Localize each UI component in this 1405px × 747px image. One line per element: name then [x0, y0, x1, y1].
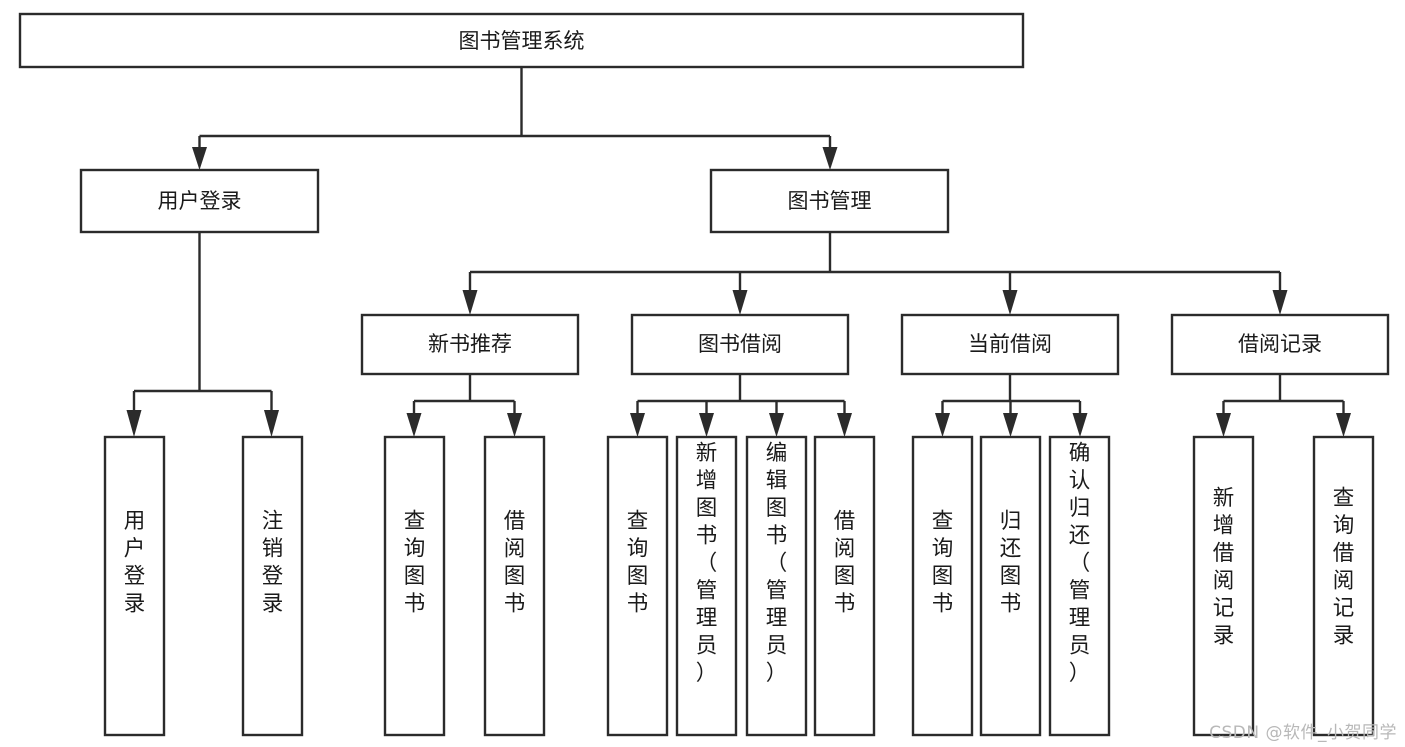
node-book-borrow-label: 图书借阅 [698, 332, 782, 356]
node-leaf-add-borrow-record[interactable]: 新增借阅记录 [1192, 435, 1255, 737]
node-leaf-borrow-book-2-label: 借阅图书 [834, 509, 856, 617]
node-current-borrow-label: 当前借阅 [968, 332, 1052, 356]
node-book-borrow[interactable]: 图书借阅 [630, 313, 850, 376]
node-leaf-edit-book-admin-label: 编辑图书（管理员） [766, 441, 788, 686]
node-leaf-borrow-book-1-label: 借阅图书 [504, 509, 526, 617]
connector-bookborrow-to-leaves [630, 374, 852, 437]
node-leaf-query-book-2-label: 查询图书 [627, 509, 649, 617]
node-leaf-edit-book-admin[interactable]: 编辑图书（管理员） [745, 435, 808, 737]
node-leaf-confirm-return-admin[interactable]: 确认归还（管理员） [1048, 435, 1111, 737]
node-leaf-add-borrow-record-label: 新增借阅记录 [1213, 486, 1235, 649]
node-root-label: 图书管理系统 [459, 29, 585, 53]
node-new-book-rec-label: 新书推荐 [428, 332, 512, 356]
node-new-book-rec[interactable]: 新书推荐 [360, 313, 580, 376]
node-leaf-return-book[interactable]: 归还图书 [979, 435, 1042, 737]
connector-currentborrow-to-leaves [935, 374, 1088, 437]
node-current-borrow[interactable]: 当前借阅 [900, 313, 1120, 376]
node-leaf-user-login[interactable]: 用户登录 [103, 435, 166, 737]
connector-newbook-to-leaves [406, 374, 522, 437]
node-leaf-borrow-book-2[interactable]: 借阅图书 [813, 435, 876, 737]
node-leaf-query-borrow-record-label: 查询借阅记录 [1333, 486, 1355, 649]
node-leaf-logout[interactable]: 注销登录 [241, 435, 304, 737]
node-leaf-logout-label: 注销登录 [262, 509, 284, 617]
node-leaf-borrow-book-1[interactable]: 借阅图书 [483, 435, 546, 737]
node-leaf-add-book-admin-label: 新增图书（管理员） [696, 441, 718, 686]
node-leaf-return-book-label: 归还图书 [1000, 509, 1022, 617]
watermark-text: CSDN @软件_小贺同学 [1209, 723, 1397, 743]
node-root[interactable]: 图书管理系统 [18, 12, 1025, 69]
node-leaf-query-book-1-label: 查询图书 [404, 509, 426, 617]
connector-root-to-level2 [192, 67, 838, 170]
connector-bookmanage-to-level3 [462, 232, 1288, 315]
node-leaf-query-book-2[interactable]: 查询图书 [606, 435, 669, 737]
node-leaf-query-book-3[interactable]: 查询图书 [911, 435, 974, 737]
node-book-manage-label: 图书管理 [788, 189, 872, 213]
node-borrow-record[interactable]: 借阅记录 [1170, 313, 1390, 376]
connector-borrowrecord-to-leaves [1216, 374, 1351, 437]
node-leaf-add-book-admin[interactable]: 新增图书（管理员） [675, 435, 738, 737]
connector-userlogin-to-leaves [126, 232, 279, 437]
node-leaf-query-borrow-record[interactable]: 查询借阅记录 [1312, 435, 1375, 737]
node-leaf-query-book-1[interactable]: 查询图书 [383, 435, 446, 737]
node-leaf-confirm-return-admin-label: 确认归还（管理员） [1069, 441, 1091, 686]
node-leaf-user-login-label: 用户登录 [124, 509, 146, 617]
node-leaf-query-book-3-label: 查询图书 [932, 509, 954, 617]
node-borrow-record-label: 借阅记录 [1238, 332, 1322, 356]
node-book-manage[interactable]: 图书管理 [709, 168, 950, 234]
node-user-login[interactable]: 用户登录 [79, 168, 320, 234]
node-user-login-label: 用户登录 [158, 189, 242, 213]
